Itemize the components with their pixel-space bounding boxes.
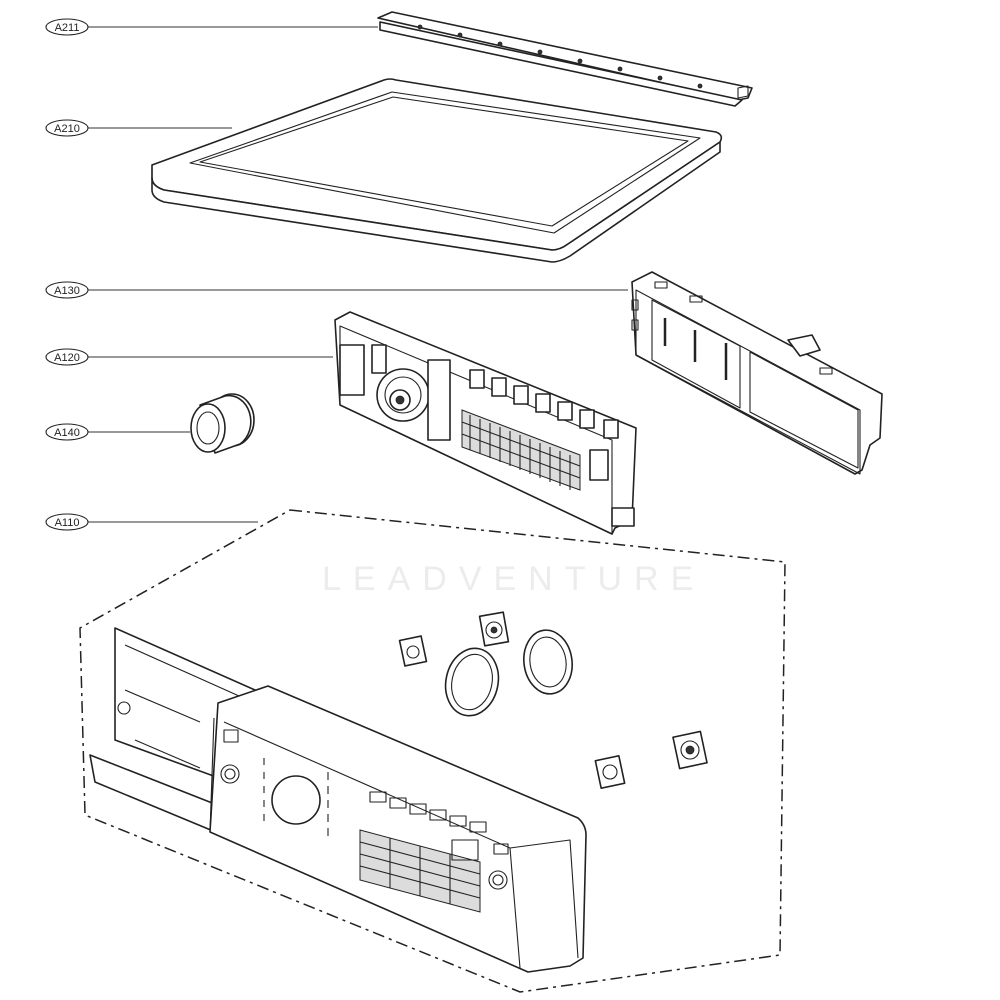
callout-label: A130 — [54, 285, 80, 297]
button-clip-2 — [478, 611, 510, 647]
button-clip-3 — [594, 755, 626, 789]
part-a130-pcb-cover[interactable] — [631, 271, 883, 475]
callout-a130[interactable]: A130 — [45, 281, 628, 299]
callout-a120[interactable]: A120 — [45, 348, 333, 366]
callout-label: A211 — [55, 22, 80, 34]
callout-pill — [45, 281, 89, 299]
part-a140-knob[interactable] — [190, 393, 255, 454]
callout-label: A140 — [54, 427, 80, 439]
callout-label: A210 — [54, 123, 80, 135]
callout-a211[interactable]: A211 — [45, 18, 378, 36]
callout-pill — [45, 348, 89, 366]
main-panel-face — [209, 685, 587, 973]
callout-pill — [45, 18, 89, 36]
callout-label: A120 — [54, 352, 80, 364]
rotary-switch — [376, 368, 430, 422]
callout-pill — [45, 423, 89, 441]
callout-pill — [45, 119, 89, 137]
part-a110-control-panel[interactable] — [79, 509, 786, 993]
display-grid — [359, 829, 481, 913]
callout-a140[interactable]: A140 — [45, 423, 190, 441]
callout-a210[interactable]: A210 — [45, 119, 232, 137]
callout-a110[interactable]: A110 — [45, 513, 258, 531]
option-buttons — [369, 791, 487, 833]
part-a211-rail[interactable] — [377, 11, 753, 107]
watermark-text: LEADVENTURE — [322, 560, 705, 598]
knob-ring-1 — [444, 647, 500, 717]
knob-ring-2 — [523, 629, 573, 695]
button-clip-1 — [398, 635, 428, 667]
callout-pill — [45, 513, 89, 531]
button-clip-4 — [672, 730, 708, 770]
assembly-boundary — [79, 509, 786, 993]
connector-block — [461, 409, 581, 491]
button-sockets — [469, 369, 619, 439]
part-a210-top-frame[interactable] — [151, 78, 723, 263]
callout-label: A110 — [55, 517, 80, 529]
rail-holes — [417, 24, 703, 89]
part-a120-pcb-assembly[interactable] — [334, 311, 637, 535]
